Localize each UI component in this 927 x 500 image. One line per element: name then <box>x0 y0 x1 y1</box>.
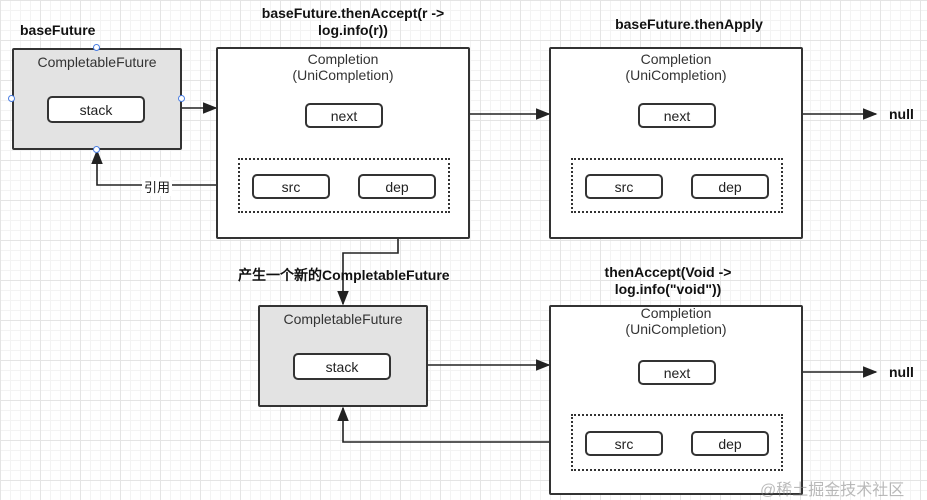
selection-handle-bottom[interactable] <box>93 146 100 153</box>
completion-title: Completion <box>640 51 712 67</box>
completion-title: Completion <box>640 305 712 321</box>
dep-field[interactable]: dep <box>691 431 769 456</box>
next-field[interactable]: next <box>638 360 716 385</box>
completion-subtitle: (UniCompletion) <box>625 321 727 337</box>
reference-label: 引用 <box>142 177 173 196</box>
base-future-label: baseFuture <box>20 22 96 38</box>
then-accept-top-line2: log.info(r)) <box>318 22 388 38</box>
src-field[interactable]: src <box>585 431 663 456</box>
src-field[interactable]: src <box>252 174 330 199</box>
next-field[interactable]: next <box>638 103 716 128</box>
then-apply-top-label: baseFuture.thenApply <box>615 16 763 32</box>
completion-subtitle: (UniCompletion) <box>625 67 727 83</box>
dep-field[interactable]: dep <box>691 174 769 199</box>
completion-box-then-apply[interactable]: Completion (UniCompletion) next src dep <box>549 47 803 239</box>
completion-subtitle: (UniCompletion) <box>292 67 394 83</box>
completion-box-then-accept-void[interactable]: Completion (UniCompletion) next src dep <box>549 305 803 495</box>
arrow-src3-to-new-future <box>337 406 586 443</box>
arrow-src1-to-base-future <box>91 149 252 186</box>
src-dep-group <box>571 414 783 471</box>
then-accept-bottom-line1: thenAccept(Void -> <box>604 264 732 280</box>
null-top-label: null <box>889 106 914 122</box>
next-field[interactable]: next <box>305 103 383 128</box>
selection-handle-top[interactable] <box>93 44 100 51</box>
selection-handle-left[interactable] <box>8 95 15 102</box>
src-field[interactable]: src <box>585 174 663 199</box>
then-accept-bottom-line2: log.info("void")) <box>614 281 722 297</box>
dep-field[interactable]: dep <box>358 174 436 199</box>
then-accept-top-line1: baseFuture.thenAccept(r -> <box>261 5 445 21</box>
base-future-box[interactable]: CompletableFuture stack <box>12 48 182 150</box>
stack-field[interactable]: stack <box>293 353 391 380</box>
null-bottom-label: null <box>889 364 914 380</box>
src-dep-group <box>238 158 450 213</box>
new-future-box[interactable]: CompletableFuture stack <box>258 305 428 407</box>
base-future-title: CompletableFuture <box>37 54 157 70</box>
completion-title: Completion <box>307 51 379 67</box>
completion-box-then-accept[interactable]: Completion (UniCompletion) next src dep <box>216 47 470 239</box>
stack-field[interactable]: stack <box>47 96 145 123</box>
then-accept-top-label: baseFuture.thenAccept(r -> log.info(r)) <box>243 5 463 39</box>
watermark: @稀土掘金技术社区 <box>760 482 905 499</box>
selection-handle-right[interactable] <box>178 95 185 102</box>
then-accept-bottom-label: thenAccept(Void -> log.info("void")) <box>573 264 763 298</box>
new-future-label: 产生一个新的CompletableFuture <box>238 267 450 283</box>
new-future-title: CompletableFuture <box>283 311 403 327</box>
src-dep-group <box>571 158 783 213</box>
